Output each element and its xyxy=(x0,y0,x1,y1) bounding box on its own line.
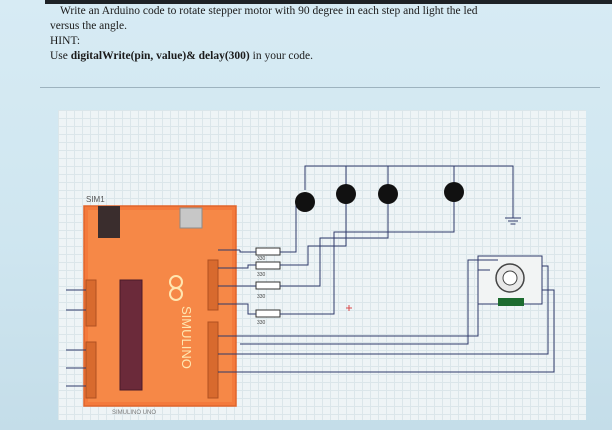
board-footer: SIMULINO UNO xyxy=(112,410,156,416)
left-header-bottom xyxy=(85,341,97,399)
logo-circle-bottom xyxy=(169,287,183,301)
led-3 xyxy=(378,184,398,204)
schematic-canvas: SIM1 SIMULINO SIMULINO UNO xyxy=(58,110,586,420)
resistor-3-value: 330 xyxy=(257,294,266,300)
resistor-group: 330 330 330 330 xyxy=(255,247,281,326)
left-header-top xyxy=(85,279,97,327)
question-line-1: Write an Arduino code to rotate stepper … xyxy=(60,5,478,17)
led-common-wire xyxy=(304,165,514,215)
motor-wires xyxy=(240,259,555,373)
question-text: Write an Arduino code to rotate stepper … xyxy=(50,4,610,64)
led-wires xyxy=(280,199,455,315)
resistor-2 xyxy=(255,261,281,270)
right-header-top xyxy=(207,259,219,311)
led-1 xyxy=(295,192,315,212)
hint-suffix: in your code. xyxy=(249,50,313,62)
circuit-diagram: SIM1 SIMULINO SIMULINO UNO xyxy=(66,165,555,416)
ground-symbol xyxy=(505,215,521,225)
microcontroller-chip xyxy=(119,279,143,391)
motor-base xyxy=(498,298,524,306)
led-2 xyxy=(336,184,356,204)
hint-label: HINT: xyxy=(50,35,81,47)
led-4 xyxy=(444,182,464,202)
usb-connector xyxy=(179,207,203,229)
screen-edge xyxy=(45,0,612,4)
resistor-3 xyxy=(255,281,281,290)
resistor-wires xyxy=(239,250,256,315)
hint-code: digitalWrite(pin, value)& delay(300) xyxy=(70,50,250,62)
hint-prefix: Use xyxy=(50,50,71,62)
motor-shaft xyxy=(502,270,518,286)
resistor-1-value: 330 xyxy=(257,256,266,262)
resistor-2-value: 330 xyxy=(257,272,266,278)
board-label: SIM1 xyxy=(86,195,105,204)
power-jack xyxy=(98,206,120,238)
left-stub-wires xyxy=(66,289,86,387)
question-line-2: versus the angle. xyxy=(50,20,127,32)
resistor-1 xyxy=(255,247,281,256)
board-name: SIMULINO xyxy=(179,306,194,369)
stepper-motor xyxy=(477,255,543,306)
right-stub-wires xyxy=(218,249,240,373)
right-header-bottom xyxy=(207,321,219,399)
cursor-marker xyxy=(346,305,352,311)
resistor-4 xyxy=(255,309,281,318)
divider xyxy=(40,87,600,88)
resistor-4-value: 330 xyxy=(257,320,266,326)
hint-line: Use digitalWrite(pin, value)& delay(300)… xyxy=(50,49,610,64)
